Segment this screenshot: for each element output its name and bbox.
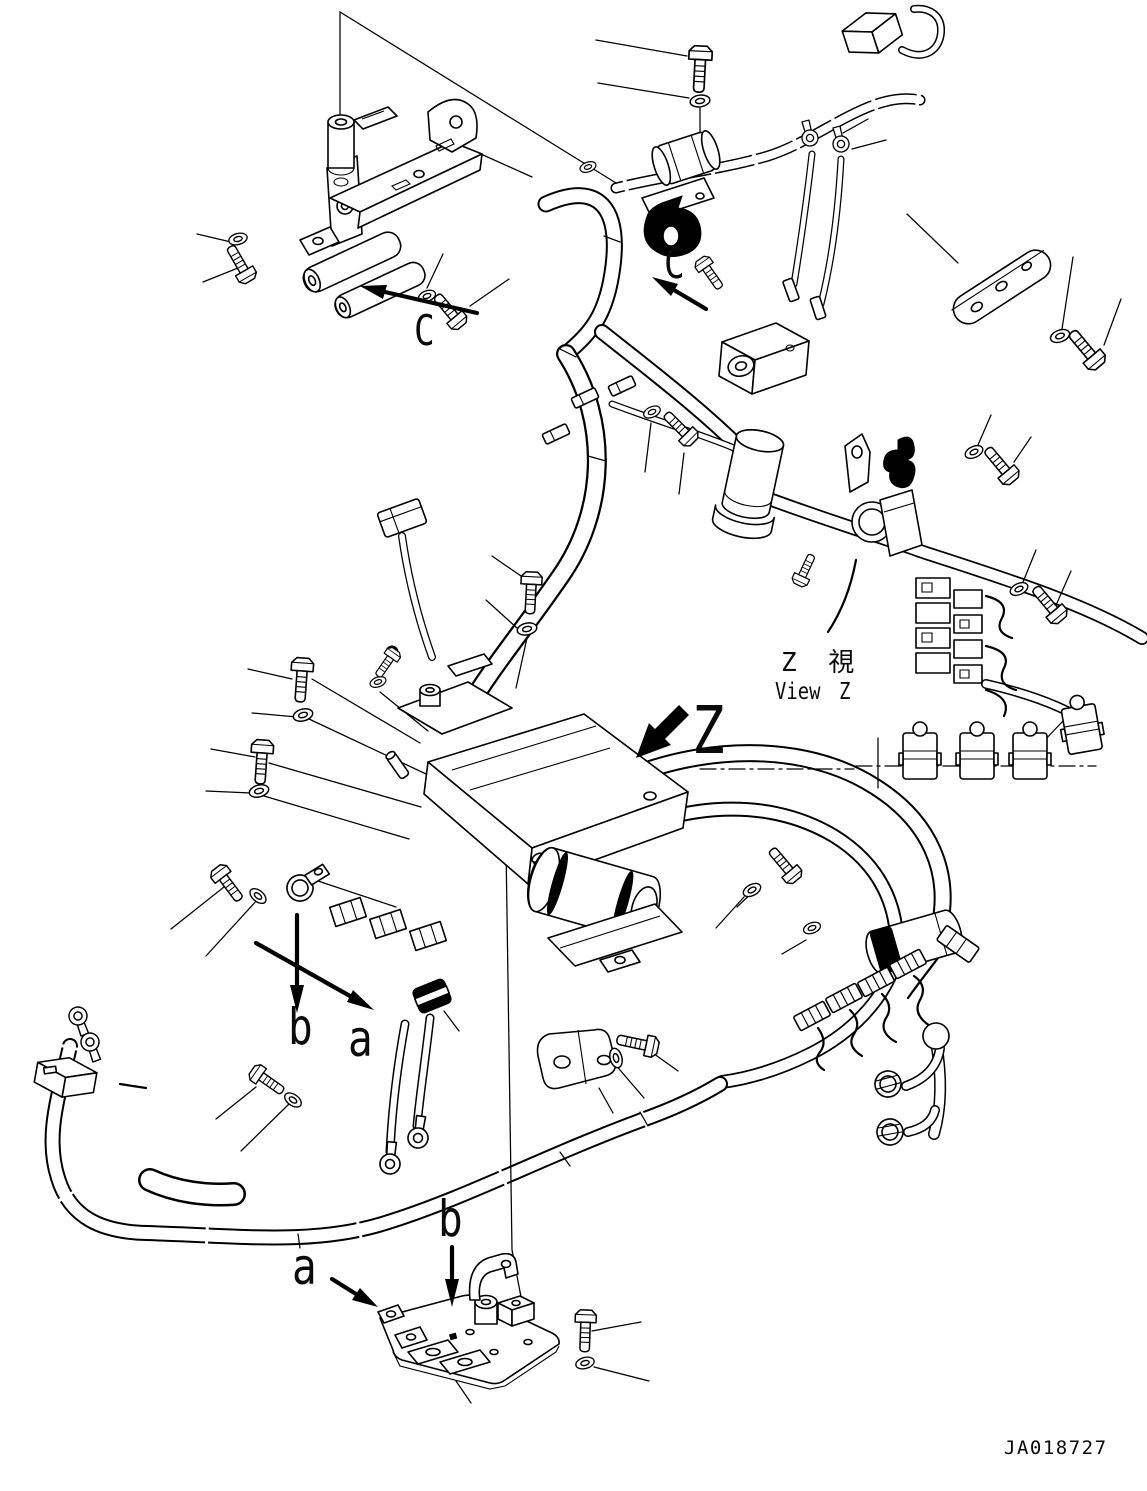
washer xyxy=(367,673,389,691)
label-detail-a-bottom: a xyxy=(292,1238,317,1296)
washer xyxy=(246,885,270,907)
hex-bolt xyxy=(763,842,806,888)
ring-terminal xyxy=(405,1114,432,1151)
harness-clamp xyxy=(651,130,721,186)
connector xyxy=(955,721,999,780)
washer xyxy=(740,880,764,900)
hex-bolt xyxy=(288,656,315,704)
washer xyxy=(688,93,712,109)
hex-bolt xyxy=(248,738,275,786)
battery-cable-group xyxy=(33,1003,432,1176)
tag-flag xyxy=(353,106,398,130)
hex-bolt xyxy=(978,441,1023,489)
cable-plug-connector xyxy=(33,1056,98,1098)
sensor-box xyxy=(718,322,810,395)
terminal-lug xyxy=(809,295,827,321)
grommet-node xyxy=(922,1022,950,1050)
round-connector xyxy=(871,1067,905,1101)
washer xyxy=(962,442,986,462)
detail-b-arrow-bottom xyxy=(445,1244,459,1307)
standoff xyxy=(419,683,441,707)
detail-a-arrow-bottom xyxy=(329,1276,378,1307)
terminal-lug xyxy=(782,277,800,303)
hex-bolt xyxy=(789,551,821,590)
label-view-z-pointer: Z xyxy=(692,692,725,769)
bottom-right-branch-cluster xyxy=(792,925,980,1148)
harness-clamp-dark xyxy=(412,978,452,1014)
fuse-connector-strip xyxy=(328,896,448,952)
wire-clip xyxy=(883,436,916,489)
connector xyxy=(1008,721,1052,780)
washer xyxy=(226,230,250,248)
hex-bolt xyxy=(1062,324,1110,374)
label-detail-b-mid: b xyxy=(288,998,313,1056)
connector-row xyxy=(699,691,1108,789)
top-left-bracket-assembly xyxy=(220,98,483,334)
plate-standoff xyxy=(474,1294,498,1325)
plate-strap xyxy=(468,1252,519,1301)
washer-nut xyxy=(573,1354,597,1372)
connector-block xyxy=(841,12,904,54)
connector xyxy=(1054,691,1108,757)
mid-right-relay xyxy=(789,433,923,590)
harness-tubes xyxy=(53,9,1142,1249)
hex-bolt xyxy=(686,44,714,94)
hex-bolt xyxy=(207,861,249,907)
button-screw xyxy=(370,644,404,682)
pin-roller xyxy=(302,231,402,293)
detail-a-arrow-mid xyxy=(253,940,374,1010)
connector xyxy=(898,721,942,780)
view-c-arrow-upper xyxy=(360,285,480,316)
top-middle-clamp-group xyxy=(577,12,904,321)
central-bracket-assembly xyxy=(282,498,963,1014)
branch-connector xyxy=(792,1000,832,1032)
hex-bolt xyxy=(614,1028,661,1059)
detail-b-arrow-mid xyxy=(290,912,304,1013)
ring-terminal xyxy=(378,1140,403,1176)
label-view-c-upper: C xyxy=(414,306,435,355)
view-z-block-arrow xyxy=(636,705,689,758)
washer xyxy=(801,919,823,937)
branch-connector xyxy=(824,982,864,1014)
pin xyxy=(385,750,410,780)
label-view-z-latin: View Z xyxy=(775,679,851,705)
washer xyxy=(1047,326,1073,346)
hex-bolt xyxy=(692,253,729,294)
view-c-arrow-mid xyxy=(652,277,709,312)
label-view-c-mid: C xyxy=(664,239,685,288)
round-connector xyxy=(874,1116,906,1148)
right-bracket-strip xyxy=(951,249,1110,374)
label-detail-a-mid: a xyxy=(348,1010,373,1068)
connector-stack xyxy=(915,577,1018,718)
view-arrows xyxy=(253,277,709,1307)
hex-bolt xyxy=(245,1061,289,1100)
cylinder-post xyxy=(327,114,355,187)
leader-lines xyxy=(170,10,1122,1404)
inline-connector xyxy=(936,925,980,963)
cable-clamp-bracket xyxy=(536,1028,661,1090)
small-connector xyxy=(376,498,428,538)
harness-grommet-cylinder xyxy=(711,429,785,540)
bottom-mounting-plate xyxy=(377,1252,598,1390)
label-detail-b-bottom: b xyxy=(438,1190,463,1248)
hex-bolt xyxy=(220,241,260,287)
drawing-number: JA018727 xyxy=(1004,1437,1108,1459)
washer xyxy=(291,706,315,724)
label-view-z-cjk: Z 視 xyxy=(781,648,855,678)
plate-cube xyxy=(497,1295,535,1327)
